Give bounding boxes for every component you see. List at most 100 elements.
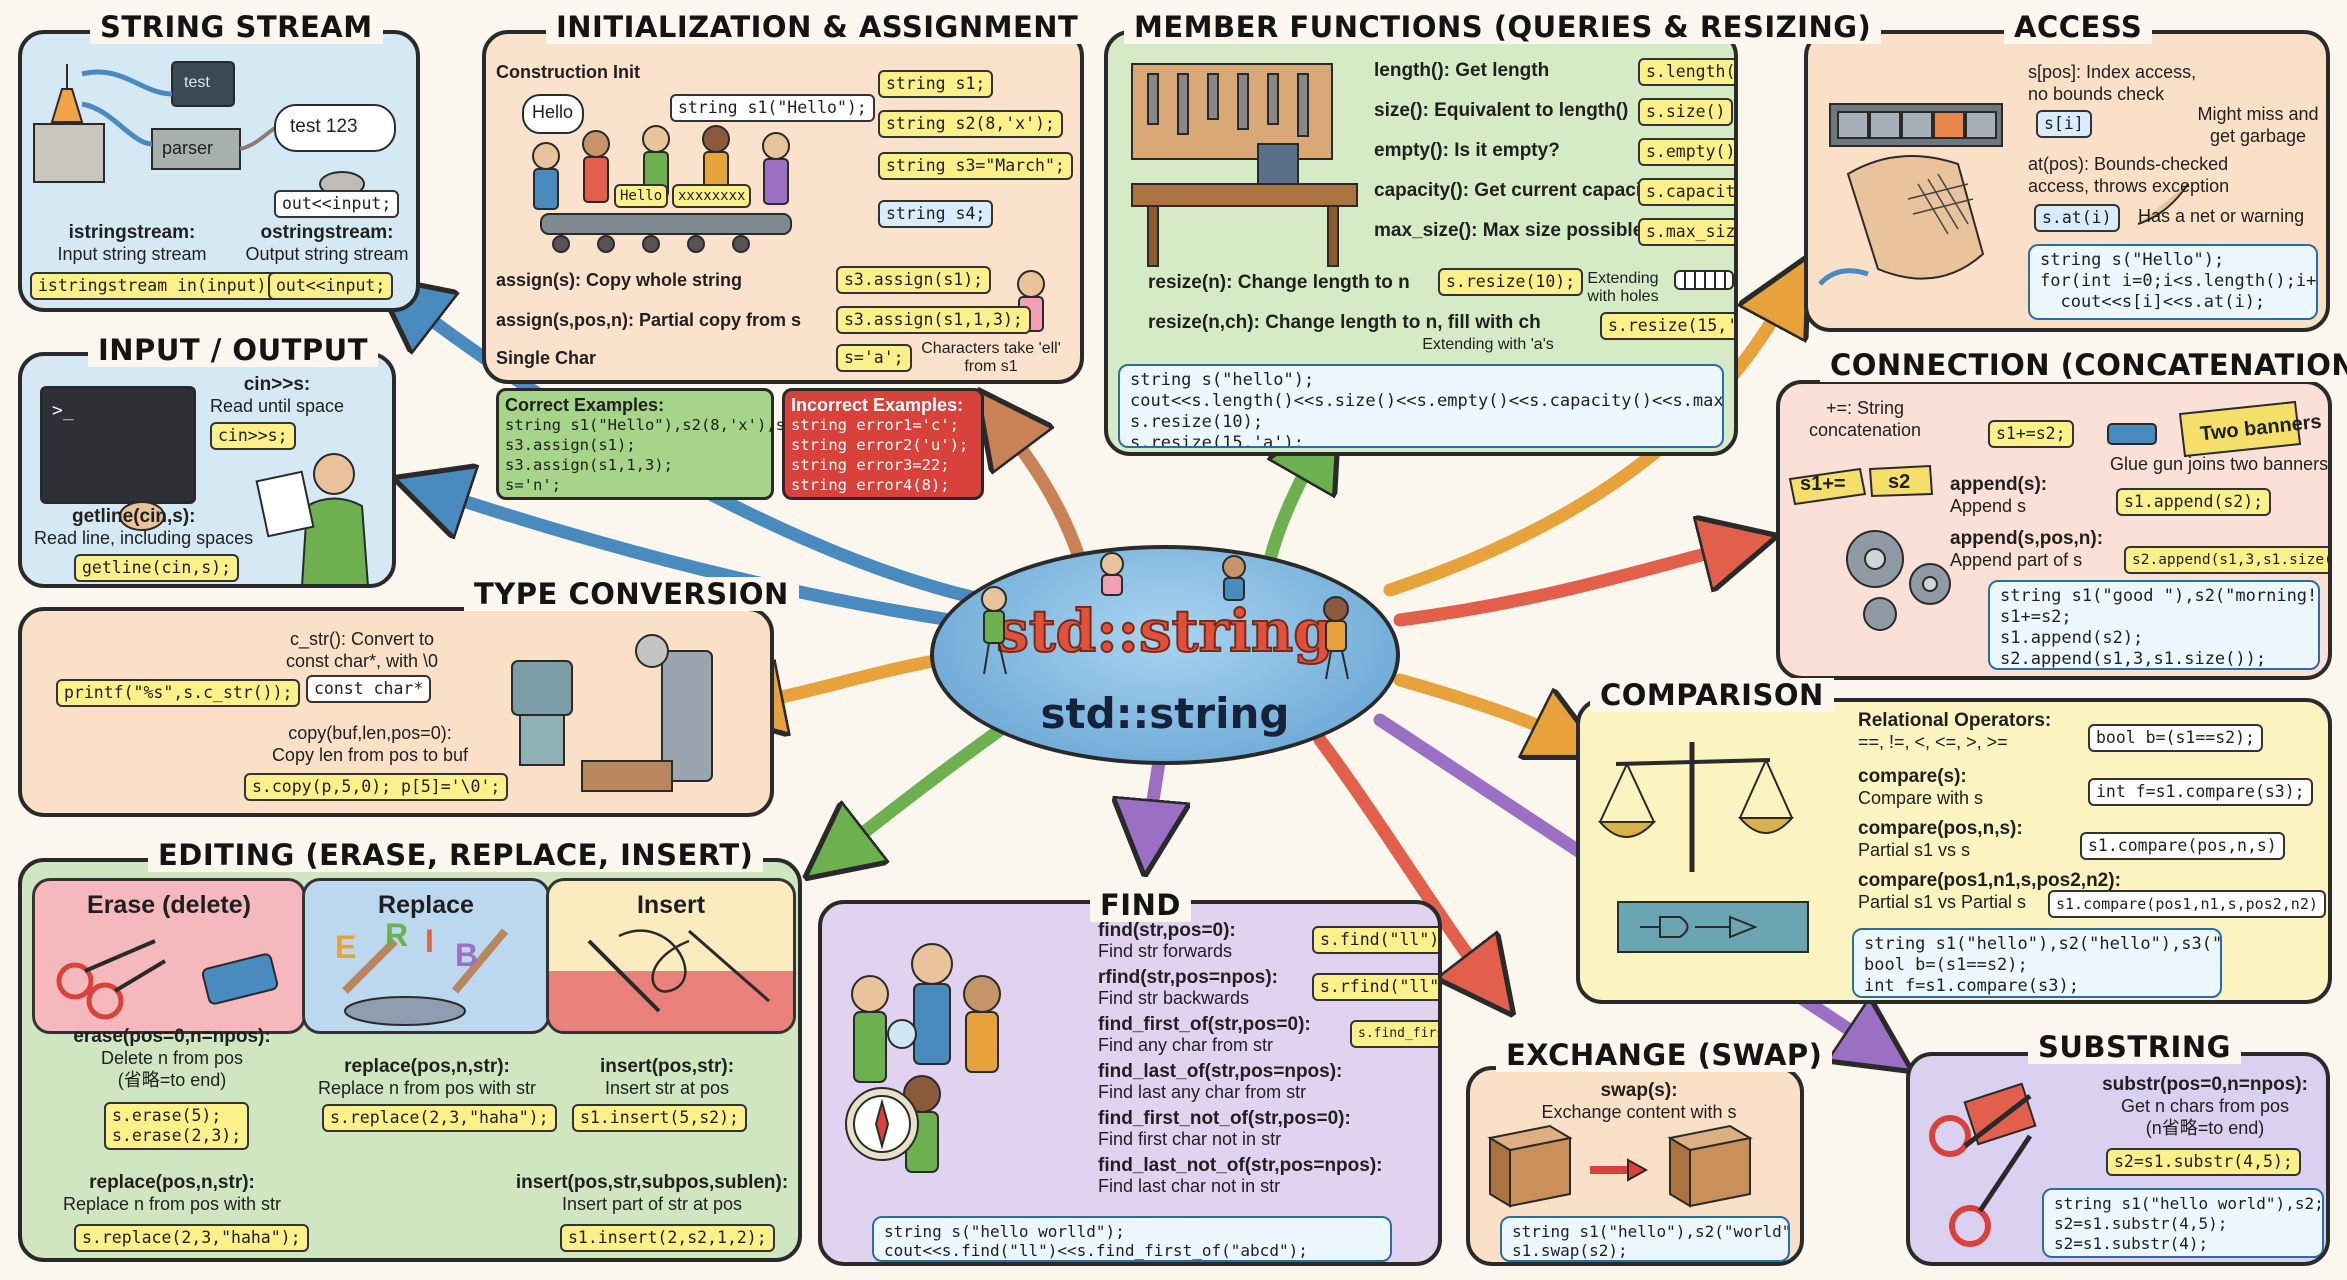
append2-desc: Append part of s (1950, 550, 2083, 570)
at-name: at(pos): Bounds-checked (2028, 154, 2229, 174)
append1-code: s1.append(s2); (2116, 488, 2272, 516)
erase-title: Erase (delete) (87, 891, 251, 919)
find-row-name: find_first_of(str,pos=0): (1098, 1014, 1311, 1035)
stream-art-bubble: test 123 (290, 116, 358, 137)
swap-title: EXCHANGE (SWAP) (1496, 1038, 1833, 1072)
replace2-name: replace(pos,n,str): (89, 1172, 255, 1193)
copy-name: copy(buf,len,pos=0): (288, 723, 452, 743)
resize1-note2: with holes (1587, 288, 1659, 305)
comparison-panel: Relational Operators: ==, !=, <, <=, >, … (1576, 698, 2332, 1004)
init-center-code: string s1("Hello"); (670, 94, 875, 122)
incorrect-title: Incorrect Examples: (791, 395, 964, 415)
correct-line-3: s3.assign(s1,1,3); (505, 456, 673, 474)
idx-note-1: Might miss and (2197, 104, 2319, 124)
member-row-label: max_size(): Max size possible (1374, 220, 1644, 241)
replace2-code: s.replace(2,3,"haha"); (74, 1224, 309, 1252)
insert-subpanel: Insert (546, 878, 796, 1034)
substr-name: substr(pos=0,n=npos): (2102, 1074, 2308, 1095)
substring-code-block: string s1("hello world"),s2; s2=s1.subst… (2042, 1188, 2324, 1258)
center-title-art: std::string (995, 596, 1335, 666)
find-row-desc: Find str forwards (1098, 941, 1233, 961)
idx-note-2: get garbage (2209, 126, 2307, 146)
replace-desc: Replace n from pos with str (317, 1078, 537, 1098)
center-node[interactable]: std::string std::string (930, 545, 1400, 765)
incorrect-line-3: string error3=22; (791, 456, 950, 474)
comparison-title: COMPARISON (1590, 678, 1834, 712)
find-row-desc: Find any char from str (1098, 1035, 1274, 1055)
plus-name: +=: String (1825, 398, 1905, 418)
substring-scissors-icon (1929, 1082, 2037, 1247)
center-figures (981, 552, 1349, 680)
at-note: Has a net or warning (2138, 206, 2305, 226)
copy-code: s.copy(p,5,0); p[5]='\0'; (244, 773, 509, 801)
append1-name: append(s): (1950, 474, 2048, 495)
erase-desc: Delete n from pos (100, 1048, 244, 1068)
insert-desc: Insert str at pos (604, 1078, 730, 1098)
stream-art-out: out<<input; (274, 190, 400, 218)
assign1-code: s3.assign(s1); (836, 266, 992, 294)
insert2-code: s1.insert(2,s2,1,2); (560, 1224, 775, 1252)
find-row-name: find(str,pos=0): (1098, 920, 1236, 941)
insert-name: insert(pos,str): (599, 1056, 735, 1077)
letter-r: R (385, 917, 409, 953)
insert2-name: insert(pos,str,subpos,sublen): (515, 1172, 789, 1193)
arrow-to-init (1000, 420, 1087, 567)
resize1-code: s.resize(10); (1438, 268, 1584, 296)
cmp2-desc: Partial s1 vs s (1858, 840, 1971, 860)
find-code-block: string s("hello worlld"); cout<<s.find("… (872, 1216, 1392, 1262)
cin-code: cin>>s; (210, 422, 296, 450)
cmp1-code: int f=s1.compare(s3); (2088, 778, 2313, 806)
cmp3-desc: Partial s1 vs Partial s (1858, 892, 2027, 912)
getline-desc: Read line, including spaces (34, 528, 254, 548)
find-row-desc: Find first char not in str (1098, 1129, 1282, 1149)
correct-examples-box: Correct Examples: string s1("Hello"),s2(… (496, 388, 804, 500)
istringstream-name: istringstream: (68, 222, 196, 243)
io-title: INPUT / OUTPUT (88, 333, 378, 367)
cstr-desc: const char*, with \0 (285, 651, 439, 671)
chars-note: Characters take 'ell' (921, 340, 1061, 357)
insert-code: s1.insert(5,s2); (572, 1104, 747, 1132)
at-desc: access, throws exception (2028, 176, 2230, 196)
swap-name: swap(s): (1600, 1080, 1678, 1101)
member-row-label: size(): Equivalent to length() (1374, 100, 1629, 121)
swap-desc: Exchange content with s (1541, 1102, 1737, 1122)
member-row-label: length(): Get length (1374, 60, 1550, 81)
type-conversion-title: TYPE CONVERSION (464, 577, 799, 611)
find-row-name: find_first_not_of(str,pos=0): (1098, 1108, 1351, 1129)
printf-code: printf("%s",s.c_str()); (56, 679, 301, 707)
member-panel: length(): Get length s.length() size(): Eq… (1104, 30, 1738, 456)
correct-line-1: string s1("Hello"),s2(8,'x'),s3; (505, 416, 804, 434)
banner-s2: s2 (1888, 471, 1911, 493)
paintbrush-icon (342, 928, 509, 1026)
concat-gears-illustration (1788, 400, 2302, 631)
substr-code-chip: s2=s1.substr(4,5); (2106, 1148, 2301, 1176)
member-row-code: s.length() (1638, 58, 1734, 86)
ostringstream-name: ostringstream: (260, 222, 394, 243)
correct-line-4: s='n'; (505, 476, 561, 494)
find-row-name: find_last_not_of(str,pos=npos): (1098, 1155, 1383, 1176)
incorrect-line-2: string error2('u'); (791, 436, 969, 454)
find-row-desc: Find last char not in str (1098, 1176, 1281, 1196)
letter-i: I (425, 923, 434, 959)
init-tag4: string s4; (878, 200, 994, 228)
member-row-code: s.size() (1638, 98, 1734, 126)
cmp1-desc: Compare with s (1858, 788, 1984, 808)
detectives-illustration (845, 943, 1001, 1173)
getline-name: getline(cin,s): (72, 506, 196, 527)
init-title: INITIALIZATION & ASSIGNMENT (546, 10, 1089, 44)
init-tag3: string s3="March"; (878, 152, 1073, 180)
init-subtitle: Construction Init (496, 62, 640, 82)
append2-name: append(s,pos,n): (1950, 528, 2104, 549)
cin-name: cin>>s: (243, 374, 311, 395)
concat-title: CONNECTION (CONCATENATION) (1820, 348, 2347, 382)
type-conversion-panel: c_str(): Convert to const char*, with \0… (18, 607, 774, 817)
idx-code: s[i] (2036, 110, 2092, 138)
member-code-block: string s("hello"); cout<<s.length()<<s.s… (1118, 364, 1724, 448)
cmp2-name: compare(pos,n,s): (1858, 818, 2023, 839)
access-panel: s[pos]: Index access, no bounds check s[… (1804, 30, 2330, 332)
plus-desc: concatenation (1808, 420, 1922, 440)
member-row-code: s.capacity() (1638, 178, 1734, 206)
incorrect-examples-box: Incorrect Examples: string error1='c'; s… (782, 388, 984, 500)
substr-desc: Get n chars from pos (2120, 1096, 2290, 1116)
